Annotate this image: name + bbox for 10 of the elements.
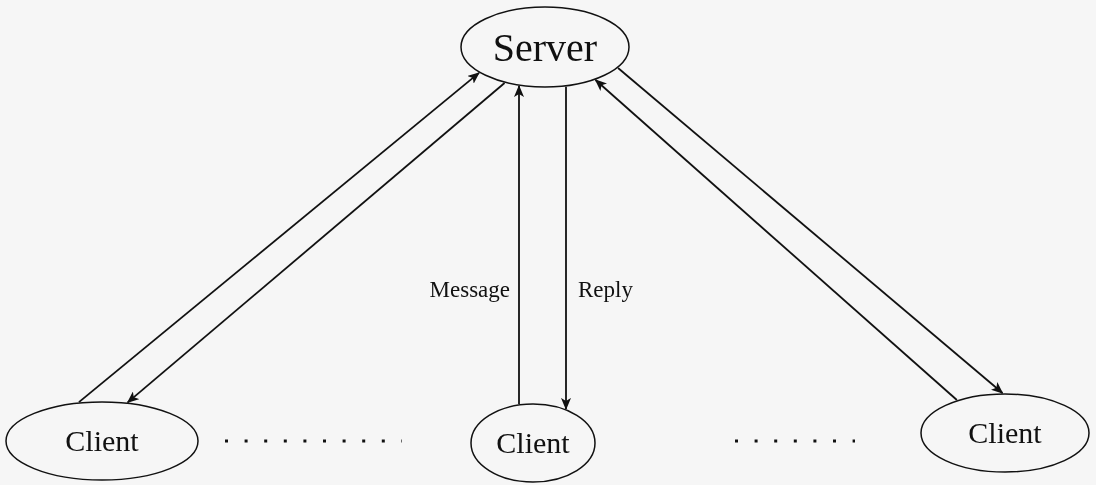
arrow — [561, 85, 571, 410]
node-label: Server — [492, 23, 598, 71]
arrow — [594, 79, 958, 401]
node-label: Client — [496, 426, 570, 460]
node-label: Client — [65, 424, 139, 458]
node-label: Client — [968, 416, 1042, 450]
arrow — [617, 67, 1004, 394]
arrow — [514, 85, 524, 405]
arrow — [78, 71, 480, 404]
arrow — [126, 82, 506, 404]
